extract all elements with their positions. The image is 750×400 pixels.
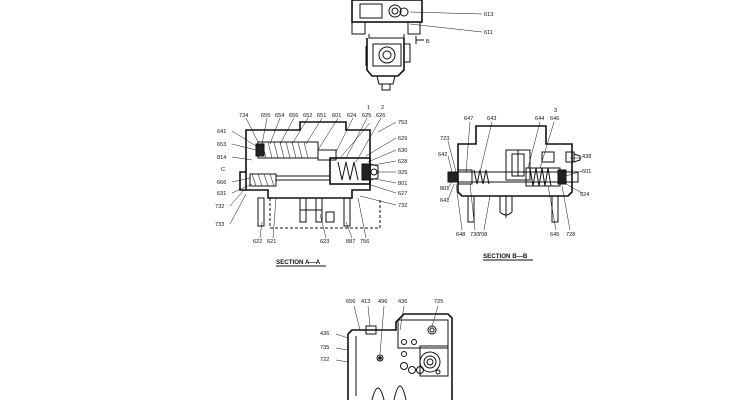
label-613: 613 bbox=[484, 12, 493, 18]
label-629: 629 bbox=[398, 136, 407, 142]
label-753: 753 bbox=[398, 120, 407, 126]
label-628: 628 bbox=[398, 159, 407, 165]
label-722: 722 bbox=[320, 357, 329, 363]
label-708: 708 bbox=[478, 232, 487, 238]
label-644: 644 bbox=[535, 116, 544, 122]
label-801-a: 801 bbox=[398, 181, 407, 187]
label-733: 733 bbox=[215, 222, 224, 228]
label-651: 651 bbox=[317, 113, 326, 119]
label-413: 413 bbox=[361, 299, 370, 305]
label-b: B bbox=[426, 39, 430, 45]
label-648: 648 bbox=[456, 232, 465, 238]
label-723: 723 bbox=[440, 136, 449, 142]
label-732-left: 732 bbox=[215, 204, 224, 210]
label-631: 631 bbox=[217, 191, 226, 197]
label-1: 1 bbox=[367, 105, 370, 111]
label-654: 654 bbox=[275, 113, 284, 119]
bottom-view: 656 413 496 436 725 436 735 722 bbox=[320, 299, 453, 400]
label-601: 601 bbox=[332, 113, 341, 119]
label-656-bottom: 656 bbox=[346, 299, 355, 305]
label-756: 756 bbox=[360, 239, 369, 245]
label-887: 887 bbox=[346, 239, 355, 245]
label-611: 611 bbox=[484, 30, 493, 36]
label-725: 725 bbox=[434, 299, 443, 305]
label-647: 647 bbox=[464, 116, 473, 122]
label-601-b: 601 bbox=[582, 169, 591, 175]
label-732-right: 732 bbox=[398, 203, 407, 209]
label-438: 438 bbox=[582, 154, 591, 160]
label-653: 653 bbox=[217, 142, 226, 148]
label-924: 924 bbox=[580, 192, 589, 198]
label-496: 496 bbox=[378, 299, 387, 305]
label-801-b: 801 bbox=[440, 186, 449, 192]
label-734: 734 bbox=[239, 113, 248, 119]
label-c: C bbox=[221, 167, 225, 173]
label-641: 641 bbox=[217, 129, 226, 135]
label-2: 2 bbox=[381, 105, 384, 111]
label-814: 814 bbox=[217, 155, 226, 161]
label-626: 626 bbox=[376, 113, 385, 119]
label-630: 630 bbox=[398, 148, 407, 154]
label-621: 621 bbox=[267, 239, 276, 245]
label-645: 645 bbox=[550, 232, 559, 238]
label-666: 666 bbox=[217, 180, 226, 186]
label-735: 735 bbox=[320, 345, 329, 351]
label-436-left: 436 bbox=[320, 331, 329, 337]
label-646: 646 bbox=[550, 116, 559, 122]
label-624: 624 bbox=[347, 113, 356, 119]
section-a-a: 734 655 654 656 652 651 601 624 1 625 2 … bbox=[215, 105, 407, 267]
label-641-b: 641 bbox=[440, 198, 449, 204]
section-b-title: SECTION B—B bbox=[483, 253, 528, 260]
label-643: 643 bbox=[487, 116, 496, 122]
label-642: 642 bbox=[438, 152, 447, 158]
label-436-top: 436 bbox=[398, 299, 407, 305]
label-728: 728 bbox=[566, 232, 575, 238]
label-652: 652 bbox=[303, 113, 312, 119]
label-656: 656 bbox=[289, 113, 298, 119]
section-a-title: SECTION A—A bbox=[276, 259, 321, 266]
label-625: 625 bbox=[362, 113, 371, 119]
label-623: 623 bbox=[320, 239, 329, 245]
label-925: 925 bbox=[398, 170, 407, 176]
label-730: 730 bbox=[470, 232, 479, 238]
label-627: 627 bbox=[398, 191, 407, 197]
label-655: 655 bbox=[261, 113, 270, 119]
top-view: 613 611 B bbox=[351, 0, 493, 91]
label-622: 622 bbox=[253, 239, 262, 245]
section-b-b: 723 647 643 3 644 646 642 438 801 601 64… bbox=[438, 108, 591, 261]
label-3: 3 bbox=[554, 108, 557, 114]
